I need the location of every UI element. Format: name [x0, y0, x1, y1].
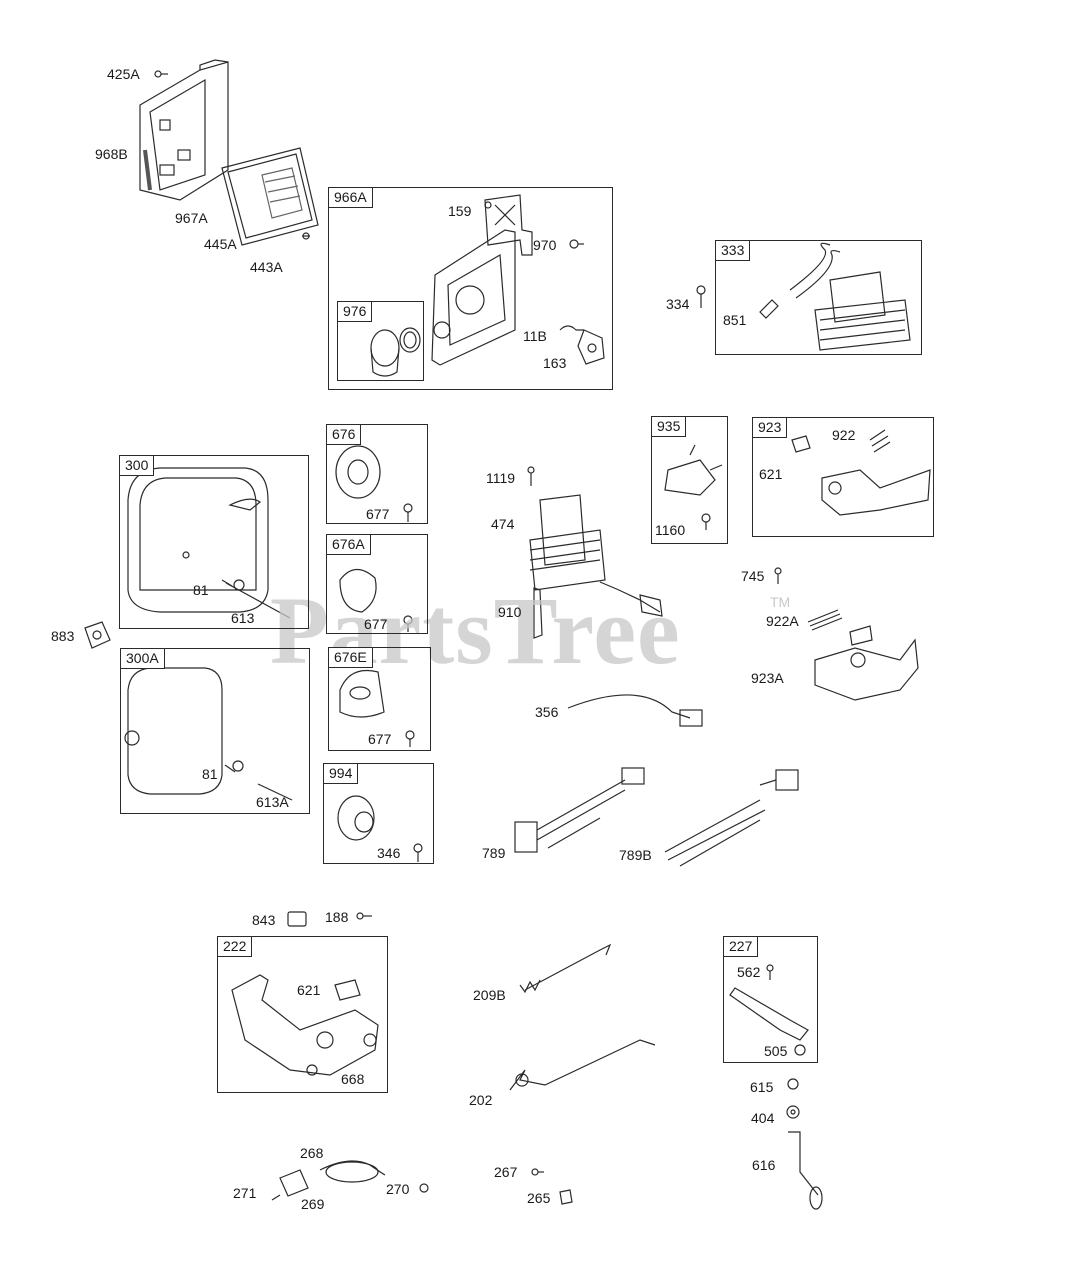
group-tag-976: 976	[338, 302, 373, 322]
part-label-615[interactable]: 615	[750, 1079, 774, 1095]
blower-housing-drawing	[431, 194, 605, 366]
throttle-cable-drawing	[271, 1160, 573, 1205]
group-tag-676A: 676A	[327, 535, 371, 555]
throttle-lever-drawing	[729, 964, 809, 1056]
part-label-356[interactable]: 356	[535, 704, 559, 720]
part-label-81-a[interactable]: 81	[193, 582, 209, 598]
muffler-guard-drawing	[337, 795, 423, 862]
armature-drawing	[527, 466, 703, 727]
gasket-drawing	[84, 621, 111, 649]
part-label-843[interactable]: 843	[252, 912, 276, 928]
cover-plate-drawings	[335, 445, 415, 747]
part-label-621-a[interactable]: 621	[759, 466, 783, 482]
governor-control-drawing	[774, 429, 931, 701]
part-label-562[interactable]: 562	[737, 964, 761, 980]
linkage-drawings	[509, 943, 656, 1091]
part-label-621-b[interactable]: 621	[297, 982, 321, 998]
group-box-923: 923	[752, 417, 934, 537]
part-label-851[interactable]: 851	[723, 312, 747, 328]
part-label-334[interactable]: 334	[666, 296, 690, 312]
part-label-474[interactable]: 474	[491, 516, 515, 532]
part-label-922A[interactable]: 922A	[766, 613, 799, 629]
part-label-883[interactable]: 883	[51, 628, 75, 644]
part-label-81-b[interactable]: 81	[202, 766, 218, 782]
part-label-443A[interactable]: 443A	[250, 259, 283, 275]
part-label-616[interactable]: 616	[752, 1157, 776, 1173]
part-label-922[interactable]: 922	[832, 427, 856, 443]
part-label-970[interactable]: 970	[533, 237, 557, 253]
group-box-676: 676	[326, 424, 428, 524]
governor-link-drawing	[664, 444, 723, 530]
part-label-202[interactable]: 202	[469, 1092, 493, 1108]
air-cleaner-base-drawing	[139, 59, 229, 201]
part-label-923A[interactable]: 923A	[751, 670, 784, 686]
part-label-677-c[interactable]: 677	[368, 731, 392, 747]
part-label-445A[interactable]: 445A	[204, 236, 237, 252]
part-label-668[interactable]: 668	[341, 1071, 365, 1087]
part-label-188[interactable]: 188	[325, 909, 349, 925]
group-box-300: 300	[119, 455, 309, 629]
part-label-677-a[interactable]: 677	[366, 506, 390, 522]
part-label-967A[interactable]: 967A	[175, 210, 208, 226]
part-label-404[interactable]: 404	[751, 1110, 775, 1126]
part-label-270[interactable]: 270	[386, 1181, 410, 1197]
part-label-209B[interactable]: 209B	[473, 987, 506, 1003]
choke-part-drawing	[370, 327, 421, 377]
part-label-271[interactable]: 271	[233, 1185, 257, 1201]
control-bracket-drawing	[231, 911, 379, 1076]
part-label-968B[interactable]: 968B	[95, 146, 128, 162]
group-tag-935: 935	[652, 417, 687, 437]
part-label-745[interactable]: 745	[741, 568, 765, 584]
group-tag-676E: 676E	[329, 648, 373, 668]
group-box-227: 227	[723, 936, 818, 1063]
part-label-425A[interactable]: 425A	[107, 66, 140, 82]
group-box-300A: 300A	[120, 648, 310, 814]
group-tag-227: 227	[724, 937, 759, 957]
part-label-269[interactable]: 269	[301, 1196, 325, 1212]
group-box-222: 222	[217, 936, 388, 1093]
group-tag-300A: 300A	[121, 649, 165, 669]
group-box-994: 994	[323, 763, 434, 864]
part-label-265[interactable]: 265	[527, 1190, 551, 1206]
air-filter-drawing	[221, 147, 319, 246]
part-label-1160[interactable]: 1160	[655, 522, 686, 538]
part-label-613A[interactable]: 613A	[256, 794, 289, 810]
group-box-935: 935	[651, 416, 728, 544]
part-label-910[interactable]: 910	[498, 604, 522, 620]
group-tag-676: 676	[327, 425, 362, 445]
group-tag-966A: 966A	[329, 188, 373, 208]
part-label-346[interactable]: 346	[377, 845, 401, 861]
part-label-789B[interactable]: 789B	[619, 847, 652, 863]
part-label-1119[interactable]: 1119	[486, 470, 516, 486]
group-box-676A: 676A	[326, 534, 428, 634]
group-tag-222: 222	[218, 937, 253, 957]
group-tag-333: 333	[716, 241, 751, 261]
part-label-789[interactable]: 789	[482, 845, 506, 861]
group-box-676E: 676E	[328, 647, 431, 751]
trademark-symbol: TM	[770, 594, 791, 610]
part-label-159[interactable]: 159	[448, 203, 472, 219]
group-tag-994: 994	[324, 764, 359, 784]
part-label-11B[interactable]: 11B	[523, 328, 547, 344]
part-label-267[interactable]: 267	[494, 1164, 518, 1180]
group-box-966A: 966A	[328, 187, 613, 390]
wiring-harness-drawings	[514, 767, 799, 867]
part-label-677-b[interactable]: 677	[364, 616, 388, 632]
part-label-505[interactable]: 505	[764, 1043, 788, 1059]
group-box-976: 976	[337, 301, 424, 381]
ignition-coil-drawing	[696, 242, 911, 351]
handle-parts-drawing	[786, 1078, 823, 1210]
part-label-613[interactable]: 613	[231, 610, 255, 626]
part-label-268[interactable]: 268	[300, 1145, 324, 1161]
group-box-333: 333	[715, 240, 922, 355]
group-tag-300: 300	[120, 456, 155, 476]
part-label-163[interactable]: 163	[543, 355, 567, 371]
group-tag-923: 923	[753, 418, 788, 438]
